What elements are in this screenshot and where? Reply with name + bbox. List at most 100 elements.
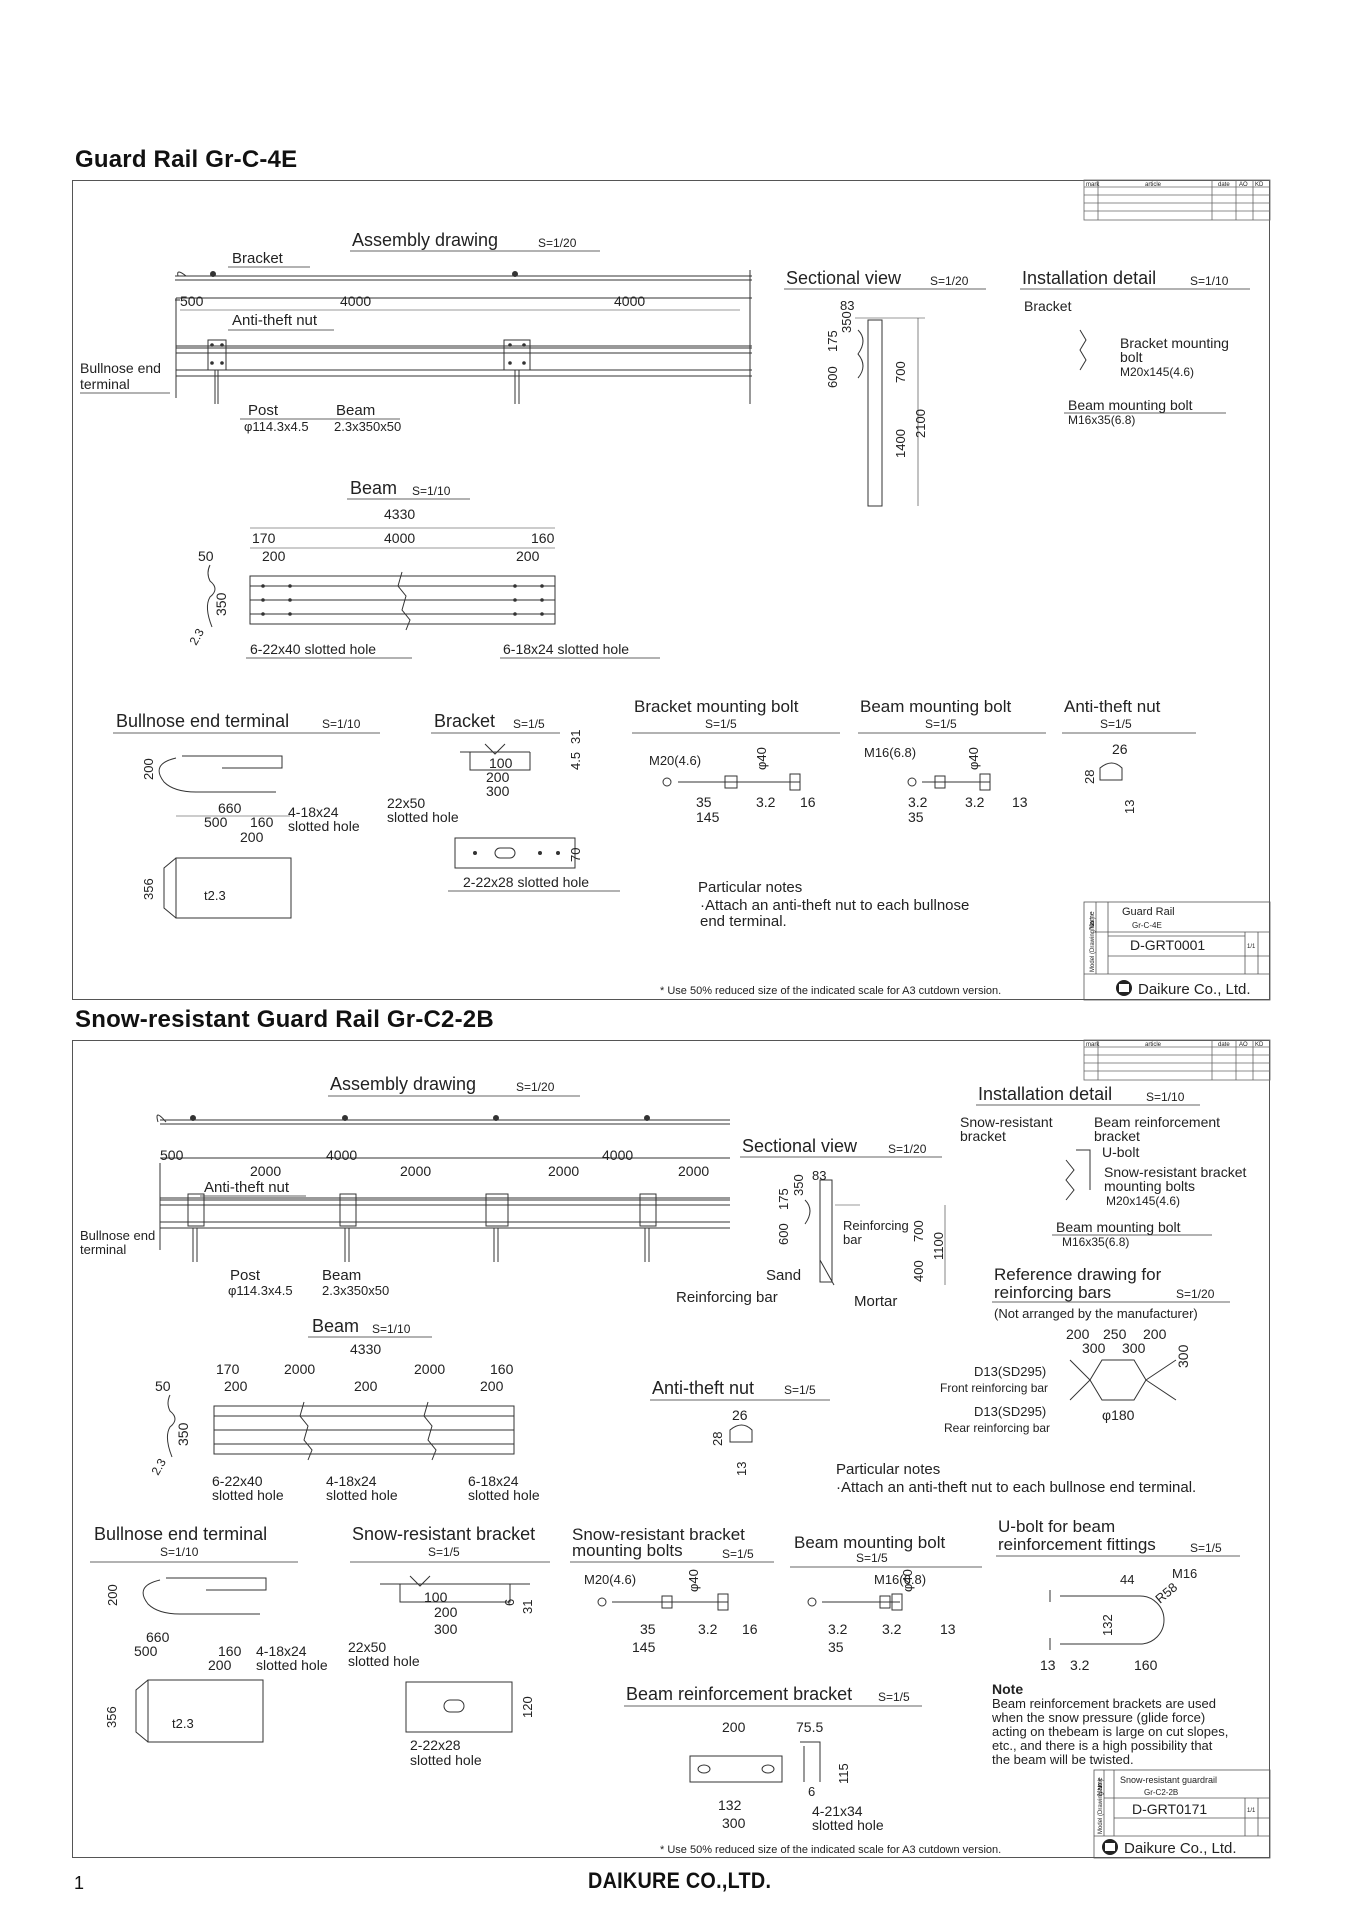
s1-br-drawing — [460, 743, 531, 771]
s1-beam-label: Beam — [336, 402, 375, 419]
s1-br-slot1: 22x50 — [387, 795, 425, 811]
s1-assembly-label: Assembly drawing — [352, 230, 498, 250]
s1-sect-700: 700 — [893, 361, 908, 383]
s1-bmb-label: Bracket mounting bolt — [634, 697, 799, 716]
s1-assembly-rail — [175, 270, 752, 404]
s1-beam-160: 160 — [531, 530, 555, 546]
s1-bmb-35: 35 — [696, 794, 712, 810]
s1-bb-32a: 3.2 — [908, 794, 928, 810]
s1-beam-23: 2.3 — [186, 626, 207, 648]
s1-dim-4000a: 4000 — [340, 293, 371, 309]
s1-bull-660: 660 — [218, 800, 242, 816]
s1-beam-200a: 200 — [262, 548, 286, 564]
s1-bmb-40: φ40 — [754, 747, 769, 770]
sheet2-frame — [72, 1040, 1270, 1858]
page-number: 1 — [74, 1873, 85, 1893]
s1-tb-scale: 1/1 — [1247, 944, 1256, 950]
s1-br-100: 100 — [489, 755, 513, 771]
s1-bull-200: 200 — [141, 758, 156, 780]
s1-tb-side2: Model (Drawing No.) — [1090, 917, 1096, 972]
s1-sect-350: 350 — [839, 311, 854, 333]
s1-notes-line1: ·Attach an anti-theft nut to each bullno… — [700, 897, 969, 914]
s1-tb-code: Gr-C-4E — [1132, 921, 1162, 930]
s1-br-200: 200 — [486, 769, 510, 785]
s1-footnote: * Use 50% reduced size of the indicated … — [660, 985, 1001, 997]
s1-beam-170: 170 — [252, 530, 276, 546]
s1-br-scale: S=1/5 — [513, 717, 545, 731]
rev-h-kd: KD — [1255, 182, 1264, 188]
s1-bmb-32: 3.2 — [756, 794, 776, 810]
s1-titleblock — [1083, 901, 1271, 1001]
s1-sect-label: Sectional view — [786, 268, 902, 288]
s1-inst-bmb1: Bracket mounting — [1120, 335, 1229, 351]
rev-h-date: date — [1218, 182, 1230, 188]
s1-sect-scale: S=1/20 — [930, 274, 969, 288]
s1-bmb-145: 145 — [696, 809, 720, 825]
s1-beam-200b: 200 — [516, 548, 540, 564]
s1-br-label: Bracket — [434, 711, 495, 731]
rev-h-article: article — [1145, 182, 1162, 188]
s1-antitheft-label: Anti-theft nut — [232, 312, 318, 329]
s1-bb-scale: S=1/5 — [925, 717, 957, 731]
s1-br-slot2: slotted hole — [387, 809, 459, 825]
footer-brand: DAIKURE CO.,LTD. — [588, 1868, 772, 1893]
s1-bull-label: Bullnose end terminal — [116, 711, 289, 731]
s1-br-hole: 2-22x28 slotted hole — [463, 874, 589, 890]
sheet1-drawing: mark article date AO KD Assembly drawing… — [80, 179, 1271, 1001]
s1-sect-83: 83 — [840, 298, 854, 313]
s1-bmb-spec: M20(4.6) — [649, 753, 701, 768]
rev-h-ao: AO — [1239, 182, 1248, 188]
s1-nut-label: Anti-theft nut — [1064, 697, 1161, 716]
s1-br-31: 31 — [568, 730, 583, 744]
s1-bmb-drawing — [662, 773, 801, 791]
s1-beam-4000: 4000 — [384, 530, 415, 546]
sheet2-title: Snow-resistant Guard Rail Gr-C2-2B — [75, 1006, 494, 1033]
s1-beam-title: Beam — [350, 478, 397, 498]
s1-tb-number: D-GRT0001 — [1130, 937, 1205, 953]
s1-sect-600: 600 — [825, 366, 840, 388]
s1-tb-company: Daikure Co., Ltd. — [1138, 981, 1251, 998]
s1-br-plate — [454, 837, 576, 869]
s1-bull-200b: 200 — [240, 829, 264, 845]
s1-bullnose-label1: Bullnose end — [80, 360, 161, 376]
s1-bull-160: 160 — [250, 814, 274, 830]
s1-inst-label: Installation detail — [1022, 268, 1156, 288]
s1-bmb-16: 16 — [800, 794, 816, 810]
s1-tb-name: Guard Rail — [1122, 906, 1175, 918]
s1-beam-dim: 2.3x350x50 — [334, 419, 401, 434]
s1-br-45: 4.5 — [568, 752, 583, 770]
s1-bull-hole2: slotted hole — [288, 818, 360, 834]
s1-inst-bracket: Bracket — [1024, 298, 1072, 314]
sheet1-title: Guard Rail Gr-C-4E — [75, 146, 298, 173]
s1-notes-line2: end terminal. — [700, 913, 787, 930]
s1-nut-26: 26 — [1112, 741, 1128, 757]
s1-assembly-scale: S=1/20 — [538, 236, 577, 250]
s1-tb-side1: Name — [1089, 911, 1096, 930]
s1-bmb-scale: S=1/5 — [705, 717, 737, 731]
sheet1-revision-table — [1083, 179, 1271, 221]
s1-inst-bmb-dim: M20x145(4.6) — [1120, 365, 1194, 379]
s1-beam-4330: 4330 — [384, 506, 415, 522]
s1-inst-scale: S=1/10 — [1190, 274, 1229, 288]
s1-beam-scale: S=1/10 — [412, 484, 451, 498]
s1-beam-hole2: 6-18x24 slotted hole — [503, 641, 629, 657]
s1-notes-title: Particular notes — [698, 879, 802, 896]
s1-dim-500: 500 — [180, 293, 204, 309]
s1-bb-drawing — [907, 773, 991, 791]
s1-beam-hole1: 6-22x40 slotted hole — [250, 641, 376, 657]
s1-inst-sketch — [1079, 329, 1087, 371]
s1-bb-35: 35 — [908, 809, 924, 825]
s1-bull-scale: S=1/10 — [322, 717, 361, 731]
s1-beam-50: 50 — [198, 548, 214, 564]
s1-post-dim: φ114.3x4.5 — [244, 419, 309, 434]
s1-bb-32b: 3.2 — [965, 794, 985, 810]
s1-bull-hole: 4-18x24 — [288, 804, 339, 820]
s1-bb-13: 13 — [1012, 794, 1028, 810]
s1-bracket-label: Bracket — [232, 250, 284, 267]
s1-nut-13: 13 — [1122, 800, 1137, 814]
s1-bullnose-label2: terminal — [80, 376, 130, 392]
s1-dim-4000b: 4000 — [614, 293, 645, 309]
s1-bb-label: Beam mounting bolt — [860, 697, 1011, 716]
s1-sect-1400: 1400 — [893, 429, 908, 458]
s1-bull-500: 500 — [204, 814, 228, 830]
